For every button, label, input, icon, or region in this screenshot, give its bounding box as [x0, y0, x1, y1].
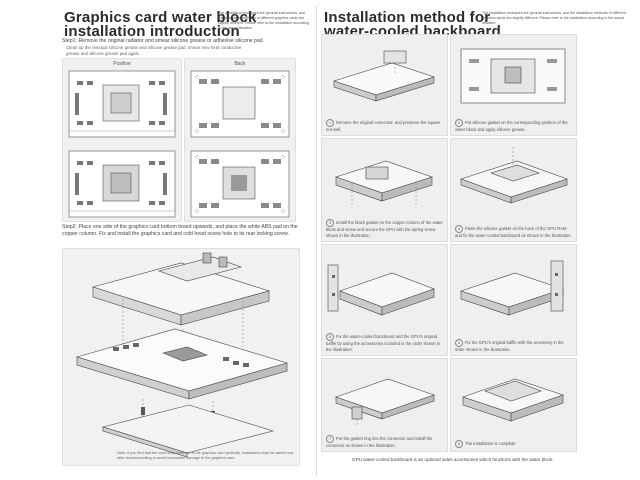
back-panel: Back: [184, 58, 296, 222]
step1-text: Step1: Remove the original radiator and …: [62, 38, 265, 44]
step-text-5: Fix the water-cooled backboard and the G…: [326, 334, 440, 352]
step-number-4: 4: [455, 224, 463, 233]
right-title-line1: Installation method for: [324, 9, 491, 26]
step1-illustration: [333, 50, 435, 102]
step6-illustration: [460, 260, 564, 316]
step4-illustration: [460, 147, 568, 204]
step-number-7: 7: [326, 434, 334, 443]
assembly-footnote: Note: If you find that the cold head doe…: [117, 451, 293, 460]
right-page: Installation method for water-cooled bac…: [320, 0, 640, 480]
step2-text: Step2: Place one side of the graphics ca…: [62, 224, 298, 237]
back-label: Back: [234, 61, 246, 67]
step5-illustration: [327, 264, 435, 316]
step-number-1: 1: [326, 118, 334, 127]
step-text-2: Put silicone gasket on the corresponding…: [455, 119, 568, 132]
left-title-line1: Graphics card water block: [64, 9, 257, 26]
step-text-1: Remove the original connector, and prese…: [326, 119, 441, 132]
step-number-3: 3: [326, 219, 334, 228]
step7-illustration: [335, 378, 435, 427]
exploded-assembly-illustration: [75, 252, 289, 458]
right-notice: The installation examples are general in…: [482, 11, 626, 25]
step-number-8: 8: [455, 440, 463, 448]
step-text-4: Paste the silicone gasket on the back of…: [455, 225, 572, 238]
positive-panel: Positive: [62, 58, 182, 222]
back-boards-illustration: [190, 70, 290, 218]
step-text-8: The installation is complete: [465, 441, 516, 446]
step1-subtext: Clean up the residual silicone grease an…: [66, 45, 242, 56]
step-text-3: Install the black gasket on the copper c…: [326, 220, 443, 238]
page-divider: [316, 6, 317, 476]
step-number-2: 2: [455, 118, 463, 127]
step-number-5: 5: [326, 333, 334, 342]
step-number-6: 6: [455, 338, 463, 347]
left-page: Graphics card water block installation i…: [62, 9, 309, 466]
left-notice: The installation examples are general in…: [218, 11, 309, 30]
step-text-6: Fix the GPU's original baffle with the a…: [455, 339, 564, 352]
positive-label: Positive: [113, 61, 131, 67]
positive-boards-illustration: [68, 70, 176, 218]
step-text-7: Put the gasket ring into the connector a…: [326, 435, 433, 448]
step8-illustration: [462, 378, 564, 422]
left-title-line2: installation introduction: [64, 23, 240, 40]
right-footer: GPU water-cooled backboard is an optiona…: [352, 457, 554, 462]
step2-illustration: [460, 48, 566, 104]
step3-illustration: [335, 160, 433, 205]
assembly-panel: Note: If you find that the cold head doe…: [62, 248, 300, 466]
